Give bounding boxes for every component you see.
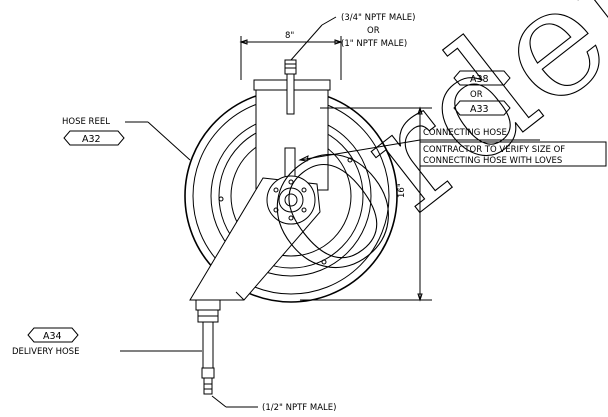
top-fitting-line2: OR bbox=[367, 26, 380, 36]
top-fitting-leader bbox=[290, 24, 323, 61]
top-fitting-line1: (3/4" NPTF MALE) bbox=[341, 13, 415, 23]
connecting-tag1: A38 bbox=[470, 74, 489, 85]
top-fitting-line3: (1" NPTF MALE) bbox=[341, 39, 407, 49]
bottom-fitting-label: (1/2" NPTF MALE) bbox=[262, 403, 336, 413]
delivery-hose-tag: A34 bbox=[43, 331, 62, 342]
width-dim-label: 8" bbox=[285, 31, 294, 41]
bottom-fitting-leader bbox=[211, 395, 227, 408]
connecting-tag2: A33 bbox=[470, 104, 489, 115]
delivery-tag-shape bbox=[27, 327, 79, 343]
top-fitting bbox=[284, 59, 297, 115]
hose-reel-label: HOSE REEL bbox=[62, 117, 110, 127]
width-dimension bbox=[239, 36, 343, 70]
height-dimension bbox=[300, 106, 432, 302]
delivery-hose-label: DELIVERY HOSE bbox=[12, 347, 79, 357]
connecting-note-line1: CONTRACTOR TO VERIFY SIZE OF bbox=[423, 145, 565, 155]
reel-hub bbox=[266, 175, 316, 225]
hose-reel-leader-2 bbox=[147, 121, 191, 161]
hose-reel-tag-shape bbox=[63, 130, 125, 146]
hose-reel-tag: A32 bbox=[82, 134, 101, 145]
height-dim-label: 16" bbox=[397, 183, 407, 198]
connecting-tag2-shape bbox=[453, 100, 511, 116]
connecting-note-box bbox=[419, 141, 607, 167]
connecting-hose-leader bbox=[299, 139, 421, 161]
connecting-hose-arrow bbox=[298, 155, 309, 162]
connecting-hose-label: CONNECTING HOSE bbox=[423, 128, 507, 138]
connecting-or: OR bbox=[470, 90, 483, 100]
connecting-tag1-shape bbox=[453, 70, 511, 86]
top-fitting-leader-2 bbox=[321, 16, 337, 26]
delivery-hose-assembly bbox=[195, 299, 221, 395]
connecting-note-line2: CONNECTING HOSE WITH LOVES bbox=[423, 156, 562, 166]
